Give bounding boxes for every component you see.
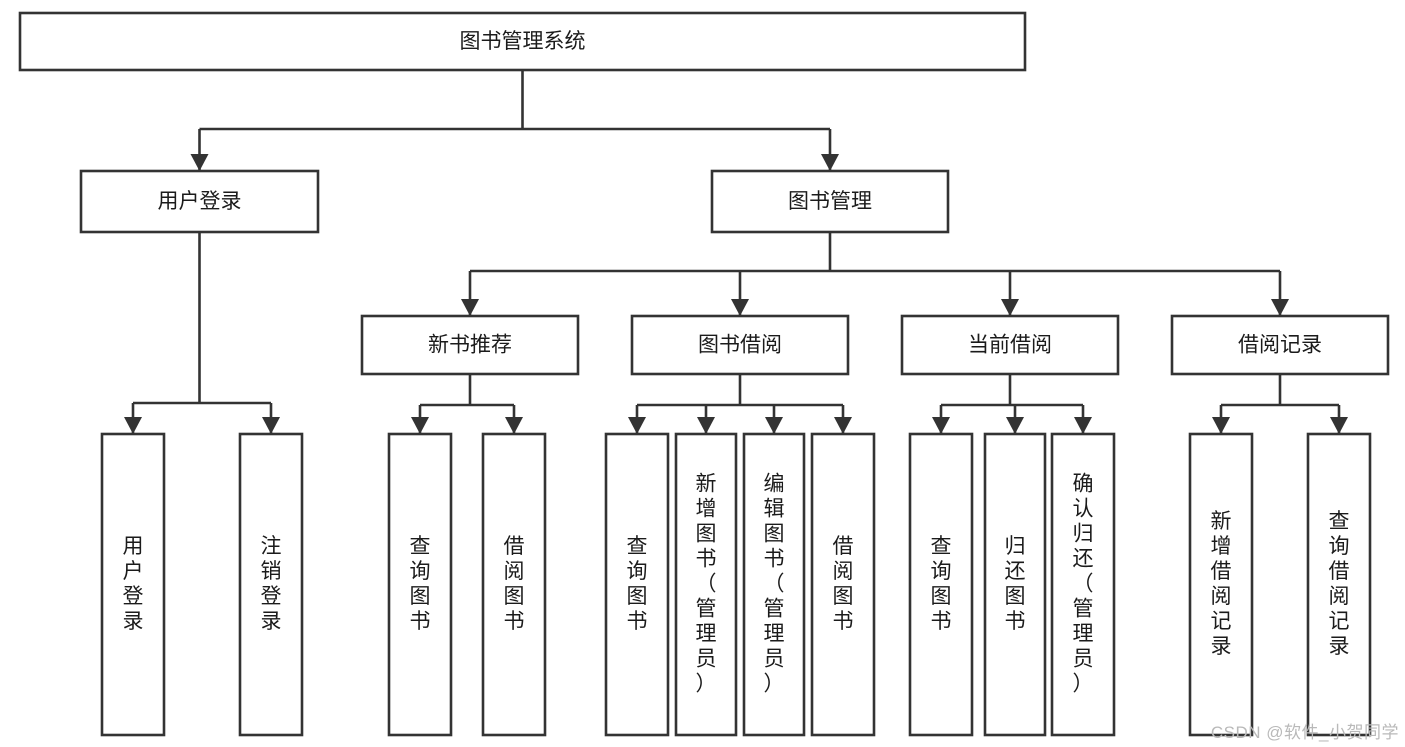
node-leaf-add-record[interactable]: 新增借阅记录 (1188, 432, 1254, 737)
arrow-head-icon (190, 154, 209, 171)
node-borrow-record-box[interactable] (1170, 314, 1390, 376)
node-leaf-add-book-label: 新增图书（管理员） (696, 472, 717, 695)
node-leaf-add-record-box[interactable] (1188, 432, 1254, 737)
node-borrow-record-label: 借阅记录 (1238, 334, 1322, 357)
node-leaf-edit-book-box[interactable] (742, 432, 806, 737)
node-book-manage-box[interactable] (710, 169, 950, 234)
node-new-book-recommend-label: 新书推荐 (428, 334, 512, 357)
node-leaf-borrow-book-1[interactable]: 借阅图书 (481, 432, 547, 737)
node-leaf-query-record-box[interactable] (1306, 432, 1372, 737)
node-leaf-borrow-book-1-box[interactable] (481, 432, 547, 737)
node-root-root-box[interactable] (18, 11, 1027, 72)
node-leaf-add-book[interactable]: 新增图书（管理员） (674, 432, 738, 737)
node-leaf-borrow-book-2[interactable]: 借阅图书 (810, 432, 876, 737)
node-leaf-user-logout-box[interactable] (238, 432, 304, 737)
node-leaf-user-login-box[interactable] (100, 432, 166, 737)
node-leaf-return-book-box[interactable] (983, 432, 1047, 737)
arrow-head-icon (411, 417, 429, 434)
node-book-manage[interactable]: 图书管理 (710, 169, 950, 234)
arrow-head-icon (262, 417, 280, 434)
node-leaf-user-login[interactable]: 用户登录 (100, 432, 166, 737)
node-leaf-user-logout-label: 注销登录 (261, 535, 282, 633)
node-leaf-query-book-2[interactable]: 查询图书 (604, 432, 670, 737)
arrow-head-icon (124, 417, 142, 434)
node-leaf-query-book-2-box[interactable] (604, 432, 670, 737)
node-leaf-query-book-3[interactable]: 查询图书 (908, 432, 974, 737)
arrow-head-icon (765, 417, 783, 434)
node-current-borrow-label: 当前借阅 (968, 334, 1052, 357)
node-leaf-return-book[interactable]: 归还图书 (983, 432, 1047, 737)
node-leaf-query-record-label: 查询借阅记录 (1329, 510, 1350, 658)
arrow-head-icon (1271, 299, 1289, 316)
node-leaf-user-login-label: 用户登录 (123, 535, 144, 633)
node-leaf-borrow-book-2-box[interactable] (810, 432, 876, 737)
diagram-nodes-group: 图书管理系统用户登录图书管理新书推荐图书借阅当前借阅借阅记录用户登录注销登录查询… (18, 11, 1390, 737)
node-leaf-query-book-1-box[interactable] (387, 432, 453, 737)
arrow-head-icon (1001, 299, 1019, 316)
node-user-login-label: 用户登录 (158, 190, 242, 213)
node-leaf-confirm-return-label: 确认归还（管理员） (1073, 472, 1094, 695)
node-leaf-query-record[interactable]: 查询借阅记录 (1306, 432, 1372, 737)
node-leaf-user-logout[interactable]: 注销登录 (238, 432, 304, 737)
arrow-head-icon (731, 299, 749, 316)
node-leaf-confirm-return[interactable]: 确认归还（管理员） (1050, 432, 1116, 737)
arrow-head-icon (1074, 417, 1092, 434)
node-leaf-add-book-box[interactable] (674, 432, 738, 737)
node-borrow-record[interactable]: 借阅记录 (1170, 314, 1390, 376)
node-leaf-borrow-book-1-label: 借阅图书 (504, 535, 525, 633)
node-new-book-recommend-box[interactable] (360, 314, 580, 376)
node-leaf-query-book-3-box[interactable] (908, 432, 974, 737)
node-leaf-query-book-2-label: 查询图书 (627, 535, 648, 633)
arrow-head-icon (834, 417, 852, 434)
node-current-borrow-box[interactable] (900, 314, 1120, 376)
arrow-head-icon (1212, 417, 1230, 434)
node-root-root[interactable]: 图书管理系统 (18, 11, 1027, 72)
node-book-borrow-label: 图书借阅 (698, 334, 782, 357)
node-leaf-query-book-1-label: 查询图书 (410, 535, 431, 633)
node-leaf-add-record-label: 新增借阅记录 (1211, 510, 1232, 658)
node-leaf-query-book-3-label: 查询图书 (931, 535, 952, 633)
node-leaf-edit-book[interactable]: 编辑图书（管理员） (742, 432, 806, 737)
node-book-borrow[interactable]: 图书借阅 (630, 314, 850, 376)
node-root-root-label: 图书管理系统 (460, 30, 586, 53)
arrow-head-icon (697, 417, 715, 434)
node-user-login[interactable]: 用户登录 (79, 169, 320, 234)
arrow-head-icon (1330, 417, 1348, 434)
node-leaf-confirm-return-box[interactable] (1050, 432, 1116, 737)
node-current-borrow[interactable]: 当前借阅 (900, 314, 1120, 376)
node-leaf-edit-book-label: 编辑图书（管理员） (764, 472, 785, 695)
connector-lines-group (124, 70, 1348, 434)
node-new-book-recommend[interactable]: 新书推荐 (360, 314, 580, 376)
arrow-head-icon (461, 299, 479, 316)
arrow-head-icon (932, 417, 950, 434)
node-book-manage-label: 图书管理 (788, 190, 872, 213)
csdn-watermark: CSDN @软件_小贺同学 (1210, 723, 1399, 742)
node-user-login-box[interactable] (79, 169, 320, 234)
arrow-head-icon (821, 154, 839, 171)
arrow-head-icon (628, 417, 646, 434)
node-book-borrow-box[interactable] (630, 314, 850, 376)
node-leaf-borrow-book-2-label: 借阅图书 (833, 535, 854, 633)
arrow-head-icon (1006, 417, 1024, 434)
node-leaf-query-book-1[interactable]: 查询图书 (387, 432, 453, 737)
arrow-head-icon (505, 417, 523, 434)
node-leaf-return-book-label: 归还图书 (1005, 535, 1026, 633)
